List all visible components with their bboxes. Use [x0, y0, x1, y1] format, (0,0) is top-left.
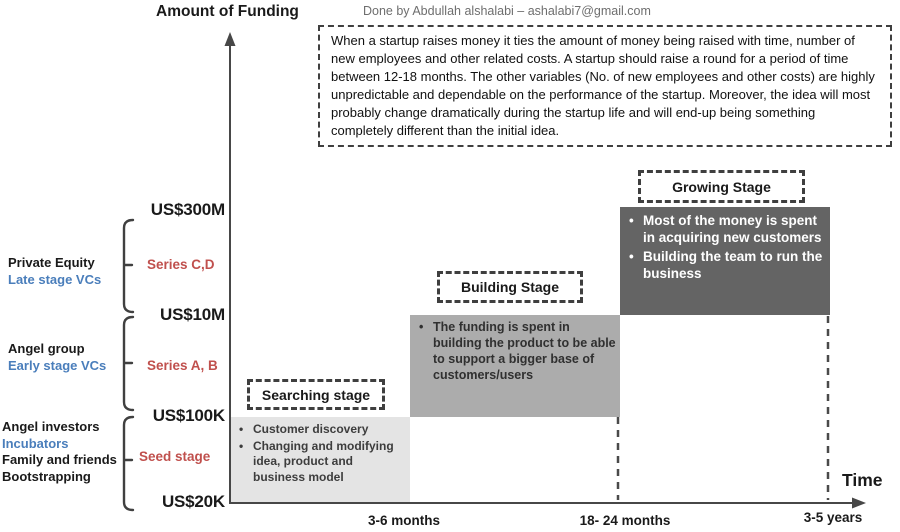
source-line: Angel group [8, 341, 85, 356]
stage-title-growing: Growing Stage [638, 170, 805, 203]
y-axis-arrow-icon [224, 32, 236, 46]
source-line: Bootstrapping [2, 468, 91, 484]
searching-bullet-list: Customer discovery Changing and modifyin… [230, 417, 410, 485]
source-line: Late stage VCs [8, 271, 102, 287]
source-line: Early stage VCs [8, 357, 107, 373]
funding-source-group-seed: Angel investors Incubators Family and fr… [2, 419, 117, 485]
bullet-item: Customer discovery [239, 422, 406, 437]
stage-box-building: The funding is spent in building the pro… [410, 315, 620, 417]
stage-box-searching: Customer discovery Changing and modifyin… [230, 417, 410, 503]
bullet-item: Most of the money is spent in acquiring … [629, 212, 826, 246]
bullet-item: The funding is spent in building the pro… [419, 320, 616, 384]
x-axis-title: Time [842, 470, 883, 490]
stage-title-searching: Searching stage [247, 379, 385, 410]
x-axis-arrow-icon [852, 497, 866, 509]
bullet-item: Changing and modifying idea, product and… [239, 439, 406, 485]
y-level-100k: US$100K [152, 406, 226, 425]
note-box: When a startup raises money it ties the … [318, 25, 892, 147]
x-tick-growing-duration: 3-5 years [803, 510, 863, 525]
x-tick-building-duration: 18- 24 months [579, 513, 671, 528]
funding-source-group-late: Private Equity Late stage VCs [8, 255, 101, 288]
stage-box-growing: Most of the money is spent in acquiring … [620, 207, 830, 315]
funding-source-group-early: Angel group Early stage VCs [8, 341, 106, 374]
y-level-300m: US$300M [150, 200, 225, 219]
source-line: Family and friends [2, 452, 117, 467]
source-line: Angel investors [2, 419, 100, 434]
growing-bullet-list: Most of the money is spent in acquiring … [620, 207, 830, 283]
round-label-series-ab: Series A, B [147, 358, 218, 373]
source-line: Incubators [2, 435, 69, 451]
y-level-20k: US$20K [161, 492, 225, 511]
x-tick-searching-duration: 3-6 months [367, 513, 440, 528]
bracket-early-stage [122, 315, 135, 412]
round-label-seed: Seed stage [139, 449, 211, 464]
round-label-series-cd: Series C,D [147, 257, 215, 272]
bullet-item: Building the team to run the business [629, 248, 826, 282]
stage-title-building: Building Stage [437, 271, 583, 303]
y-axis-title: Amount of Funding [156, 3, 299, 20]
bracket-late-stage [122, 218, 135, 314]
author-credit: Done by Abdullah alshalabi – ashalabi7@g… [363, 4, 651, 18]
source-line: Private Equity [8, 255, 95, 270]
y-level-10m: US$10M [160, 305, 225, 324]
building-bullet-list: The funding is spent in building the pro… [410, 315, 620, 384]
